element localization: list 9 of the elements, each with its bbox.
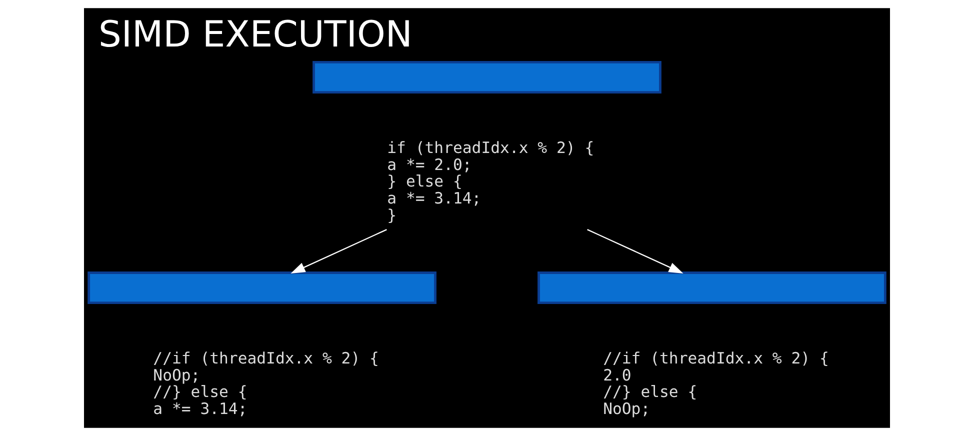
node-text: //if (threadIdx.x % 2) { 2.0 //} else { NoOp; (603, 348, 829, 418)
arrow (290, 229, 387, 274)
node-text: //if (threadIdx.x % 2) { NoOp; //} else { a *= 3.14; (153, 348, 379, 418)
node-text: if (threadIdx.x % 2) { a *= 2.0; } else { a *= 3.14; } (387, 138, 594, 224)
diagram-title: SIMD EXECUTION (98, 14, 412, 56)
arrow (587, 229, 684, 274)
node-bar (312, 61, 662, 94)
node-bar (538, 272, 886, 304)
node-bar (88, 272, 436, 304)
